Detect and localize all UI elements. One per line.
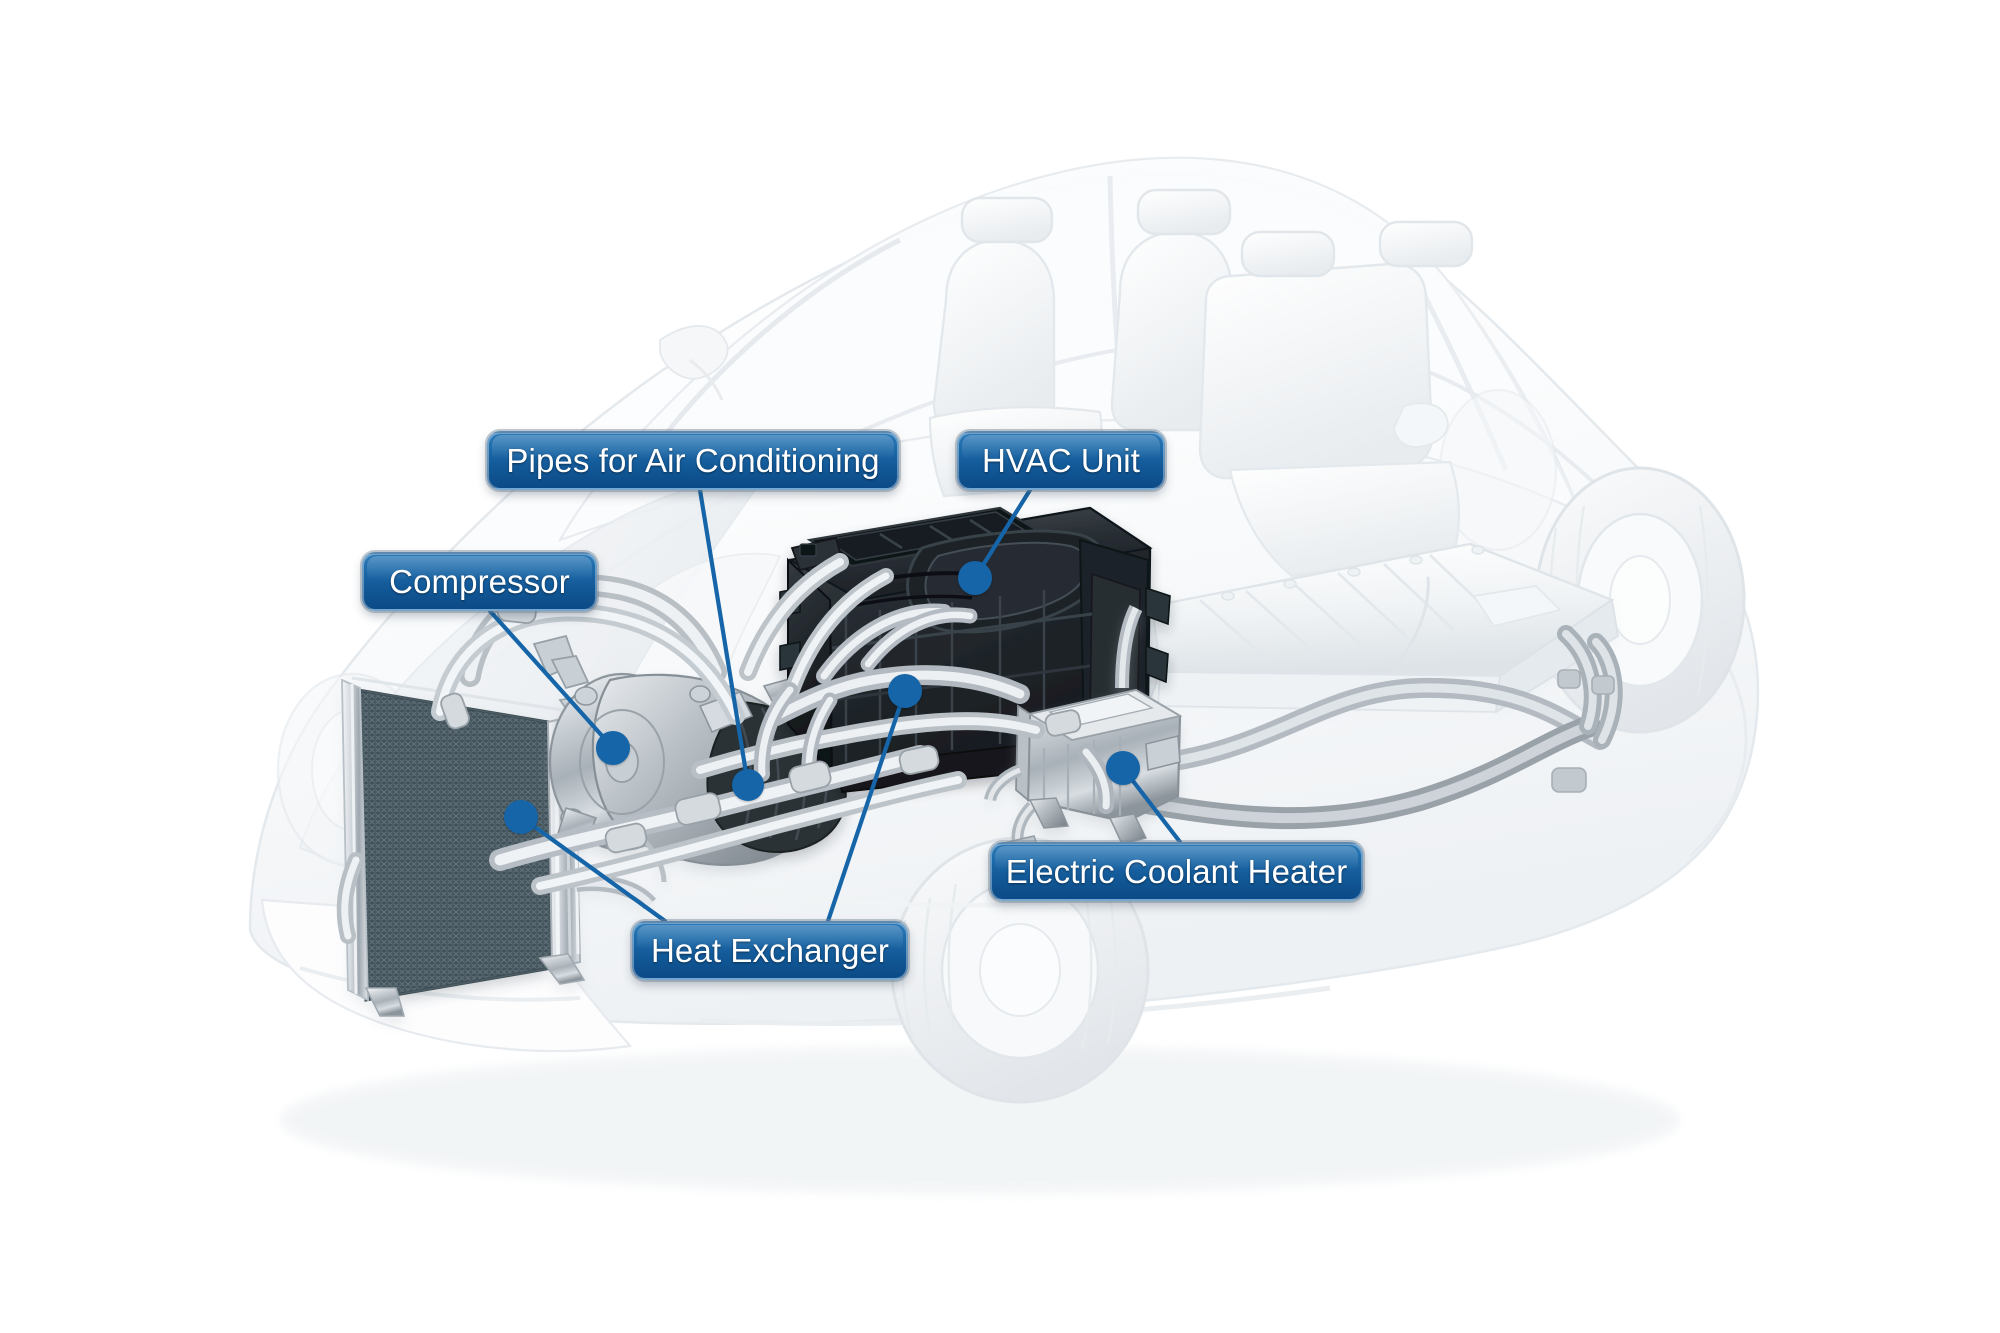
callout-dot-heat-exchanger-core[interactable] (888, 674, 922, 708)
headrest-rear-right (1378, 220, 1474, 268)
callout-pipes-air-conditioning[interactable]: Pipes for Air Conditioning (487, 431, 899, 490)
callout-dot-hvac-unit[interactable] (958, 561, 992, 595)
headrest-passenger (1136, 188, 1232, 236)
headrest-driver (960, 196, 1054, 244)
callout-label-heat-exchanger: Heat Exchanger (650, 931, 890, 969)
callout-label-electric-coolant-heater: Electric Coolant Heater (1005, 852, 1348, 890)
refrigerant-pipes-rear (1119, 576, 1623, 830)
callout-dot-heat-exchanger[interactable] (504, 800, 538, 834)
callout-label-compressor: Compressor (389, 562, 570, 600)
callout-label-hvac-unit: HVAC Unit (982, 441, 1140, 479)
callout-electric-coolant-heater[interactable]: Electric Coolant Heater (990, 842, 1363, 901)
callout-dot-electric-coolant-heater[interactable] (1106, 751, 1140, 785)
callout-hvac-unit[interactable]: HVAC Unit (957, 431, 1165, 490)
rear-bench (1198, 220, 1474, 578)
ground-shadow (280, 1046, 1680, 1194)
callout-dot-pipes-air-conditioning[interactable] (732, 769, 764, 801)
callout-dot-compressor[interactable] (596, 731, 630, 765)
callout-compressor[interactable]: Compressor (362, 552, 597, 611)
callout-label-pipes-air-conditioning: Pipes for Air Conditioning (506, 441, 880, 479)
headrest-rear-left (1240, 230, 1336, 278)
callout-heat-exchanger[interactable]: Heat Exchanger (632, 921, 908, 980)
